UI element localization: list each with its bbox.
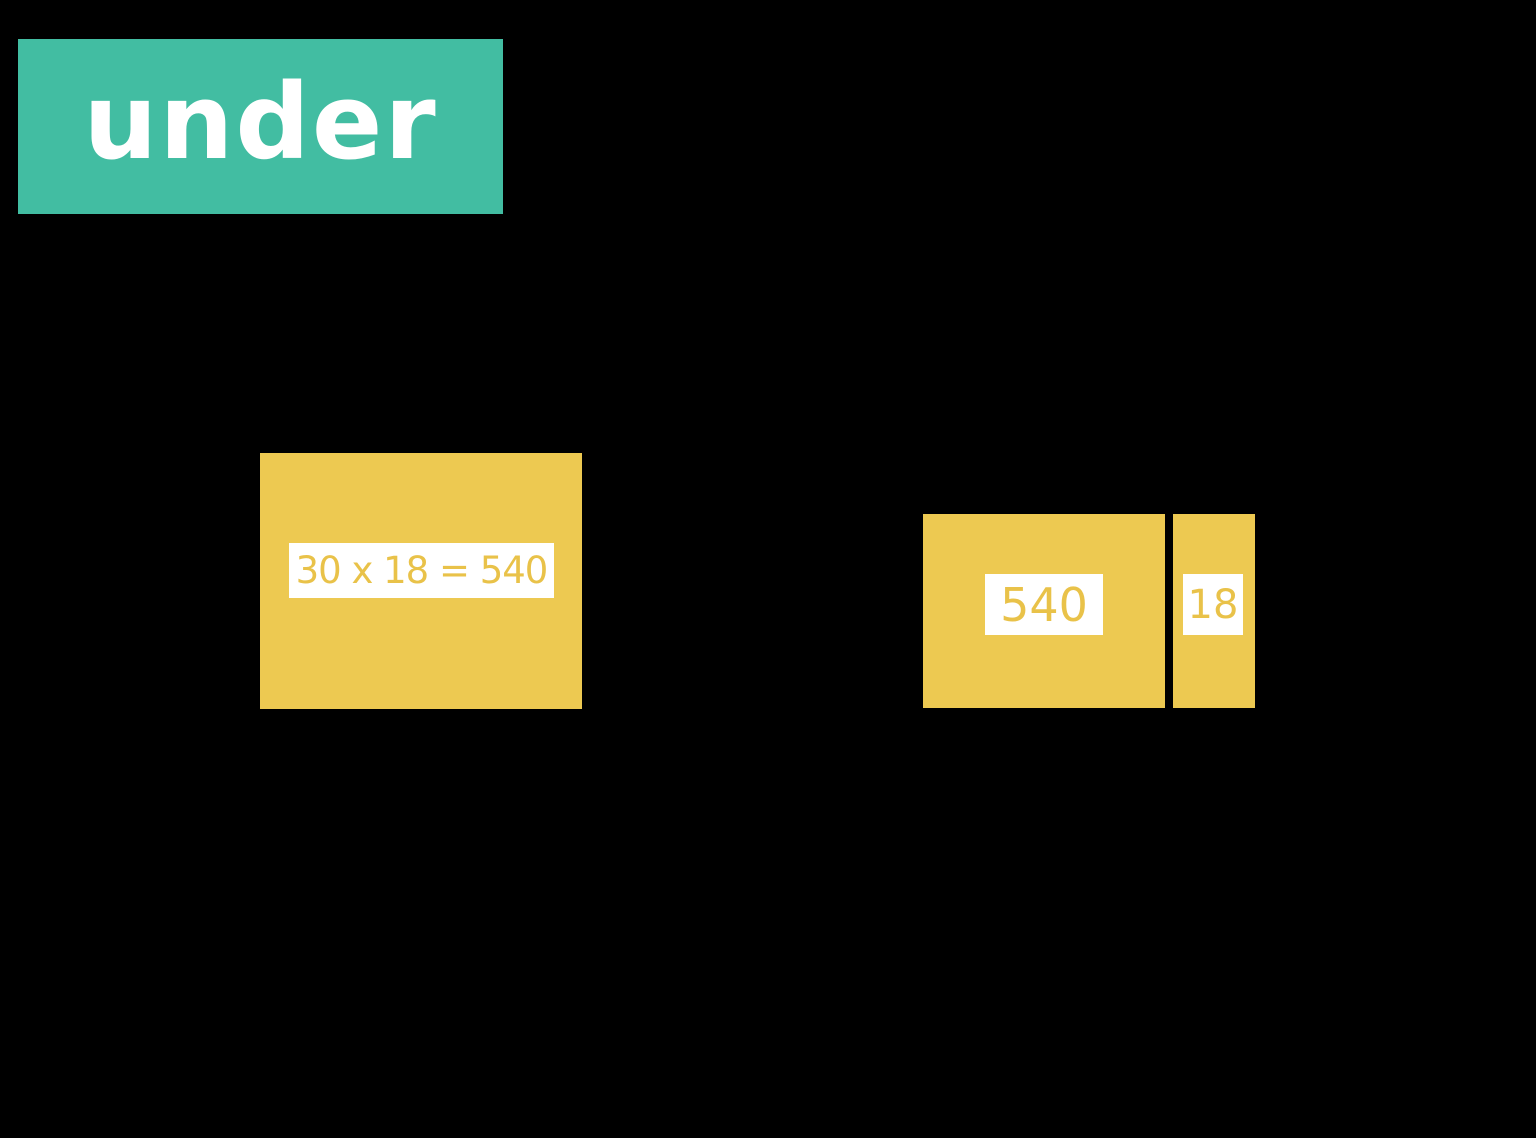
total-value-text: 540 [1000,577,1088,632]
area-model-total-block: 540 [923,514,1165,708]
equation-label: 30 x 18 = 540 [289,543,554,598]
title-banner: under [18,39,503,214]
area-model-factor-block: 18 [1173,514,1255,708]
equation-text: 30 x 18 = 540 [295,549,549,592]
factor-value-text: 18 [1187,581,1239,628]
title-banner-label: under [83,60,438,183]
total-label: 540 [985,574,1103,635]
factor-label: 18 [1183,574,1243,635]
area-model-equation-block: 30 x 18 = 540 [260,453,582,709]
